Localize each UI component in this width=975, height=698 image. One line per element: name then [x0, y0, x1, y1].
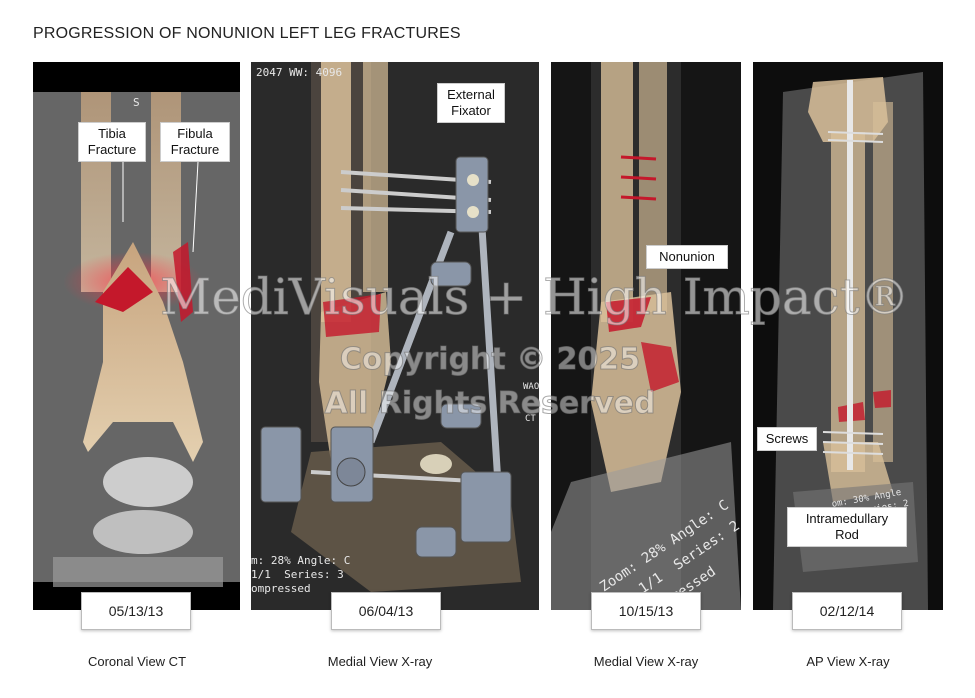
panel-ap-xray-rod: om: 30% Angle 1/1 Series: 2 Screws Intra…	[753, 62, 943, 610]
date-box-3: 10/15/13	[591, 592, 701, 630]
panel-coronal-ct: S Tibia Fracture Fibula Fracture	[33, 62, 240, 610]
caption-1: Coronal View CT	[87, 654, 187, 669]
nonunion-label: Nonunion	[646, 245, 728, 269]
caption-2: Medial View X-ray	[327, 654, 433, 669]
intramedullary-rod-label: Intramedullary Rod	[787, 507, 907, 547]
tibia-fracture-label: Tibia Fracture	[78, 122, 146, 162]
fixator-xray-image	[251, 62, 539, 610]
date-box-1: 05/13/13	[81, 592, 191, 630]
fibula-fracture-label: Fibula Fracture	[160, 122, 230, 162]
xray-info-line-2: 1/1 Series: 3	[251, 568, 344, 581]
caption-4: AP View X-ray	[806, 654, 890, 669]
xray-info-line-1: m: 28% Angle: C	[251, 554, 351, 567]
nonunion-xray-image	[551, 62, 741, 610]
xray-info-line-3: ompressed	[251, 582, 311, 595]
watermark-rights: All Rights Reserved	[324, 386, 656, 422]
watermark-brand: MediVisuals + High Impact®	[160, 268, 911, 327]
xray-side-text-1: WAO	[523, 382, 539, 392]
watermark-copyright: Copyright © 2025	[339, 342, 641, 378]
xray-header-text: 2047 WW: 4096	[256, 66, 343, 79]
date-box-2: 06/04/13	[331, 592, 441, 630]
screws-label: Screws	[757, 427, 817, 451]
date-box-4: 02/12/14	[792, 592, 902, 630]
caption-3: Medial View X-ray	[593, 654, 699, 669]
xray-side-text-2: CT	[525, 414, 536, 424]
panel-medial-xray-nonunion: Zoom: 28% Angle: C m: 1/1 Series: 2 ompr…	[551, 62, 741, 610]
panel-medial-xray-fixator: 2047 WW: 4096 m: 28% Angle: C 1/1 Series…	[251, 62, 539, 610]
page-title: PROGRESSION OF NONUNION LEFT LEG FRACTUR…	[33, 25, 461, 42]
external-fixator-label: External Fixator	[437, 83, 505, 123]
ct-marker: S	[133, 96, 140, 109]
